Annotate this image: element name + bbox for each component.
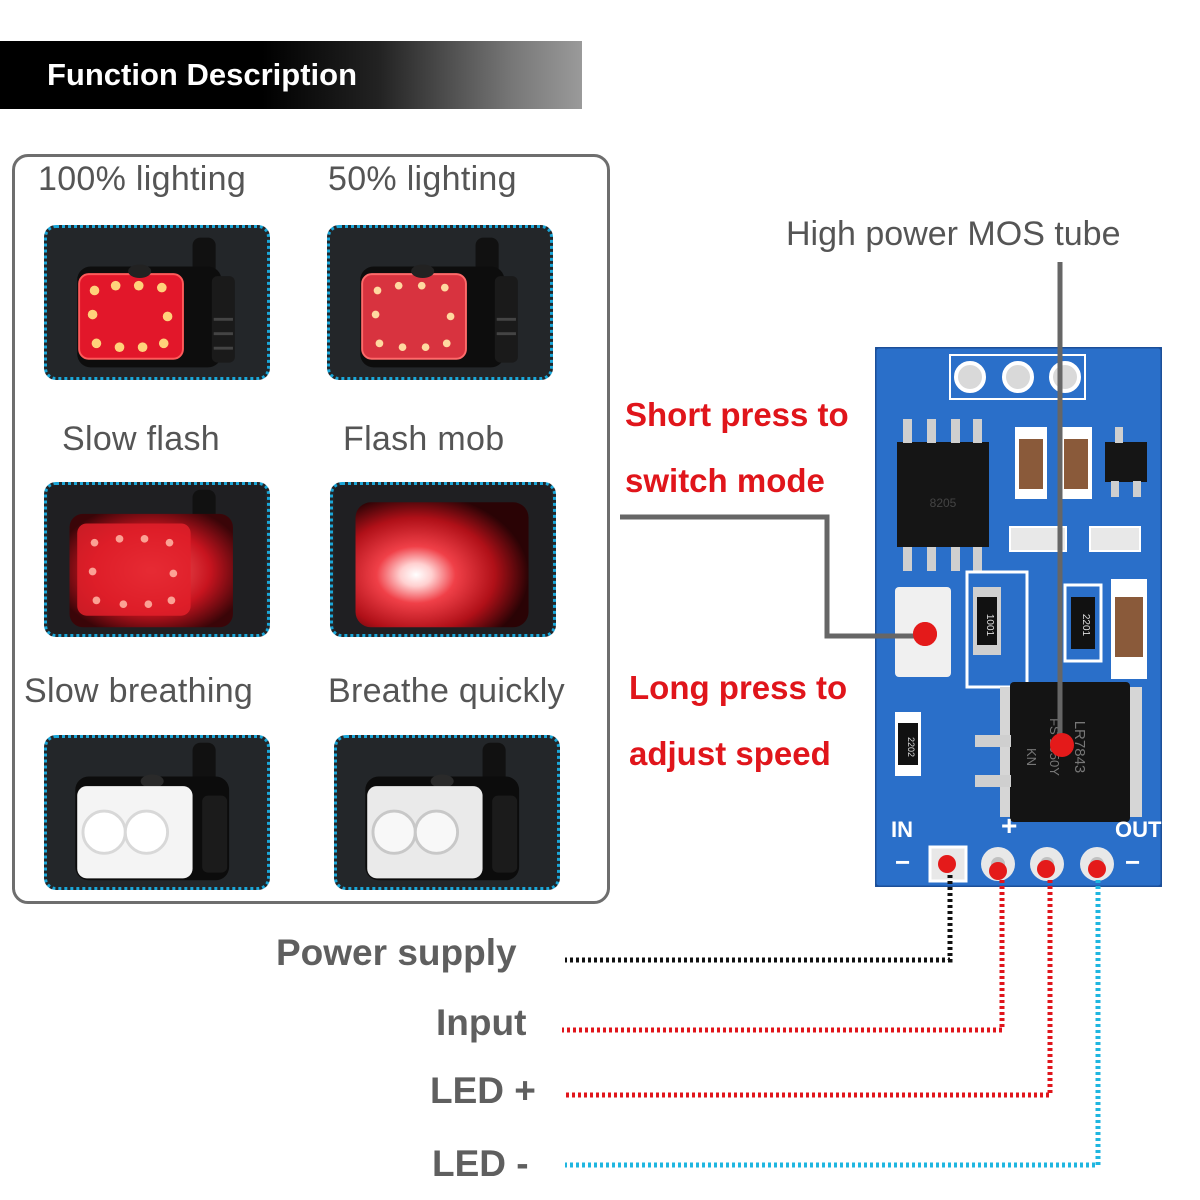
mode-image-slow-flash	[44, 482, 270, 637]
wire-input	[562, 880, 1005, 1033]
board-minus-right: −	[1125, 847, 1140, 877]
callout-short-press-line1: Short press to	[625, 396, 849, 433]
mode-image-flash-mob	[330, 482, 556, 637]
resistor-3-text: 2202	[906, 737, 916, 757]
board-out-label: OUT	[1115, 817, 1162, 842]
section-header: Function Description	[0, 41, 582, 109]
mos-chip-sub-text: FS 1650Y	[1047, 718, 1062, 776]
section-title: Function Description	[47, 57, 357, 92]
mode-label-slow-breathing: Slow breathing	[24, 672, 254, 710]
wire-led-minus	[565, 880, 1101, 1168]
callout-short-press: Short press to switch mode	[625, 382, 849, 514]
mos-chip-sub2-text: KN	[1024, 748, 1039, 766]
board-minus-left: −	[895, 847, 910, 877]
callout-short-press-line2: switch mode	[625, 462, 825, 499]
board-plus: +	[1001, 810, 1017, 841]
mode-image-100-lighting	[44, 225, 270, 380]
chip-u1-text: 8205	[930, 496, 957, 510]
callout-long-press: Long press to adjust speed	[629, 655, 847, 787]
pin-label-input: Input	[436, 1002, 527, 1043]
mode-label-50: 50% lighting	[328, 160, 517, 198]
wire-led-plus	[565, 880, 1053, 1098]
pin-label-power-supply: Power supply	[276, 932, 517, 973]
mode-label-slow-flash: Slow flash	[62, 420, 220, 458]
board-in-label: IN	[891, 817, 913, 842]
pin-label-led-minus: LED -	[432, 1143, 529, 1184]
callout-long-press-line2: adjust speed	[629, 735, 831, 772]
mode-label-100: 100% lighting	[38, 160, 247, 198]
resistor-1-text: 1001	[984, 614, 995, 637]
mode-image-50-lighting	[327, 225, 553, 380]
mode-image-breathe-quickly	[334, 735, 560, 890]
wire-power-supply	[565, 875, 953, 963]
pin-label-led-plus: LED +	[430, 1070, 536, 1111]
callout-long-press-line1: Long press to	[629, 669, 848, 706]
callout-mos-tube: High power MOS tube	[786, 215, 1121, 253]
driver-board: 8205 1001 2201 2202 LR7843 FS 1650Y KN I…	[873, 345, 1164, 889]
mos-chip-text: LR7843	[1071, 721, 1088, 774]
mode-image-slow-breathing	[44, 735, 270, 890]
mode-label-flash-mob: Flash mob	[343, 420, 505, 458]
resistor-2-text: 2201	[1080, 614, 1091, 637]
mode-label-breathe-quickly: Breathe quickly	[328, 672, 565, 710]
